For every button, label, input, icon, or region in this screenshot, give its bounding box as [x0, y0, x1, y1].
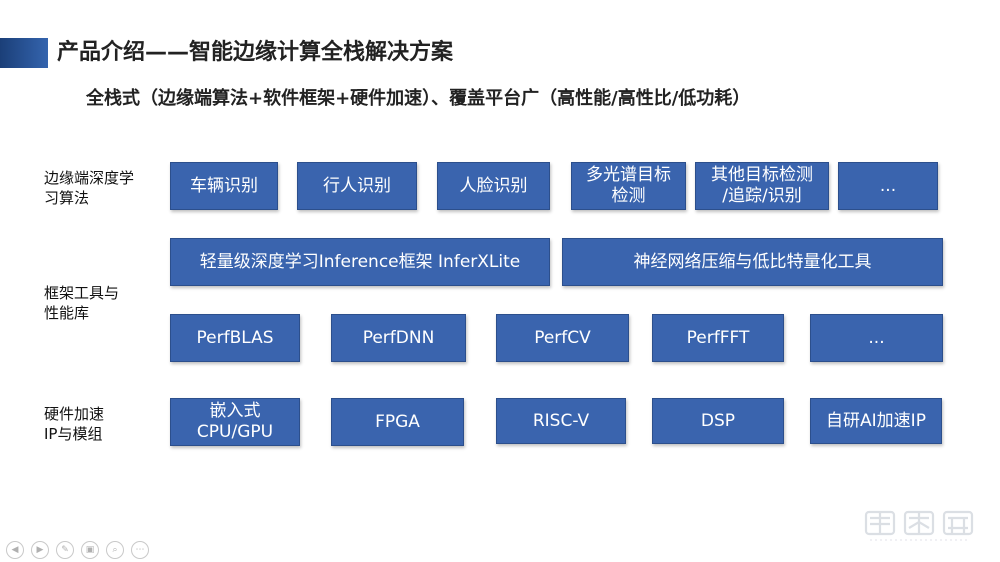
lib-box-perfdnn: PerfDNN — [331, 314, 466, 362]
next-icon[interactable]: ▶ — [31, 541, 49, 559]
slides-icon[interactable]: ▣ — [81, 541, 99, 559]
framework-box-compression: 神经网络压缩与低比特量化工具 — [562, 238, 943, 286]
presentation-toolbar: ◀ ▶ ✎ ▣ ⌕ ⋯ — [6, 541, 149, 559]
slide-subtitle: 全栈式（边缘端算法+软件框架+硬件加速）、覆盖平台广（高性能/高性比/低功耗） — [86, 88, 751, 109]
row-label-frameworks: 框架工具与 性能库 — [44, 284, 120, 322]
lib-box-perffft: PerfFFT — [652, 314, 784, 362]
algo-box-face: 人脸识别 — [437, 162, 550, 210]
hw-box-embedded-cpu-gpu: 嵌入式 CPU/GPU — [170, 398, 300, 446]
more-icon[interactable]: ⋯ — [131, 541, 149, 559]
hw-box-dsp: DSP — [652, 398, 784, 444]
hw-box-ai-accelerator: 自研AI加速IP — [810, 398, 942, 444]
title-accent-bar — [0, 38, 48, 68]
algo-box-pedestrian: 行人识别 — [297, 162, 417, 210]
framework-box-inferxlite: 轻量级深度学习Inference框架 InferXLite — [170, 238, 550, 286]
algo-box-multispectral: 多光谱目标 检测 — [571, 162, 686, 210]
row-label-hardware: 硬件加速 IP与模组 — [44, 405, 105, 443]
lib-box-more: ... — [810, 314, 943, 362]
lib-box-perfblas: PerfBLAS — [170, 314, 300, 362]
pen-icon[interactable]: ✎ — [56, 541, 74, 559]
algo-box-other-detection: 其他目标检测 /追踪/识别 — [695, 162, 829, 210]
algo-box-more: ... — [838, 162, 938, 210]
slide-title: 产品介绍——智能边缘计算全栈解决方案 — [57, 40, 454, 65]
zhidongxi-logo-icon — [864, 510, 974, 541]
hw-box-riscv: RISC-V — [496, 398, 626, 444]
row-label-algorithms: 边缘端深度学 习算法 — [44, 169, 135, 207]
previous-icon[interactable]: ◀ — [6, 541, 24, 559]
lib-box-perfcv: PerfCV — [496, 314, 629, 362]
algo-box-vehicle: 车辆识别 — [170, 162, 278, 210]
zoom-icon[interactable]: ⌕ — [106, 541, 124, 559]
hw-box-fpga: FPGA — [331, 398, 464, 446]
